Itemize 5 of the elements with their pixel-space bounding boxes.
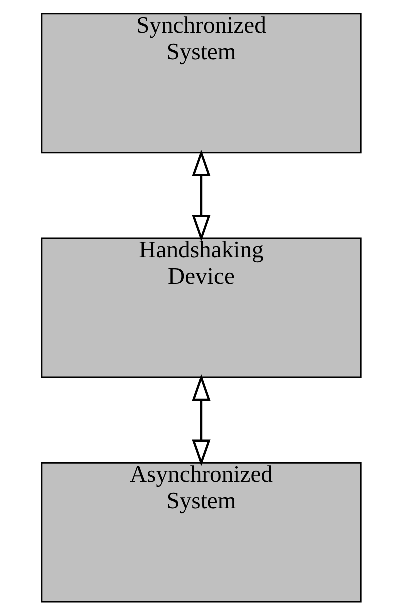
node-box: Synchronized System	[41, 13, 362, 154]
arrow	[192, 150, 211, 242]
node-box: Asynchronized System	[41, 462, 362, 603]
node-box: Handshaking Device	[41, 238, 362, 378]
arrow	[192, 374, 211, 466]
